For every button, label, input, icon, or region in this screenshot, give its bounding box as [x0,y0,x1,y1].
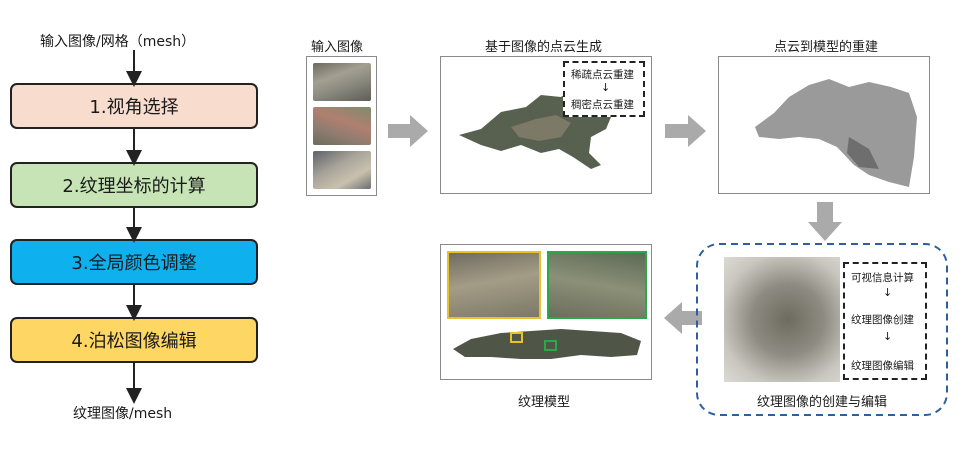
step-texture-coordinates: 2.纹理坐标的计算 [10,162,258,208]
texture-create-label: 纹理图像创建 [851,314,914,326]
reconstruction-panel [718,56,930,194]
mesh-shape [755,79,917,187]
input-images-title: 输入图像 [311,40,364,55]
reconstruction-title: 点云到模型的重建 [774,40,879,55]
step-label: 3.全局颜色调整 [71,253,197,274]
sparse-dense-box: 稀疏点云重建 ↓ 稠密点云重建 [563,61,645,117]
step-label: 4.泊松图像编辑 [71,331,197,352]
pointcloud-title: 基于图像的点云生成 [485,40,603,55]
texture-render-image [724,257,840,382]
input-label: 输入图像/网格（mesh） [40,34,196,50]
dense-label: 稠密点云重建 [571,99,634,111]
closeup-green [547,251,647,319]
pointcloud-panel: 稀疏点云重建 ↓ 稠密点云重建 [440,56,652,194]
gray-arrow-right-2 [665,115,706,147]
input-image-2 [313,107,371,145]
down-arrow: ↓ [601,81,611,94]
yellow-marker [510,332,523,343]
gray-arrow-down [808,202,842,241]
gray-arrow-left [664,302,702,334]
texture-edit-label: 纹理图像编辑 [851,360,914,372]
output-label: 纹理图像/mesh [73,406,173,422]
sparse-label: 稀疏点云重建 [571,69,634,81]
green-marker [544,340,557,351]
step-global-color-adjust: 3.全局颜色调整 [10,239,258,285]
input-image-3 [313,151,371,189]
textured-model-title: 纹理模型 [518,395,571,410]
closeup-yellow [447,251,541,319]
step-view-selection: 1.视角选择 [10,83,258,129]
step-label: 1.视角选择 [89,97,179,118]
texture-group-frame [696,243,948,416]
input-images-panel [306,56,377,196]
input-image-1 [313,63,371,101]
down-arrow: ↓ [883,286,893,299]
visibility-label: 可视信息计算 [851,272,914,284]
texture-steps-box: 可视信息计算 ↓ 纹理图像创建 ↓ 纹理图像编辑 [843,262,927,380]
step-label: 2.纹理坐标的计算 [62,176,206,197]
gray-arrow-right-1 [388,115,428,147]
textured-model-shape [453,329,641,359]
texture-group-caption: 纹理图像的创建与编辑 [757,395,888,410]
textured-model-panel [440,244,652,380]
down-arrow: ↓ [883,330,893,343]
